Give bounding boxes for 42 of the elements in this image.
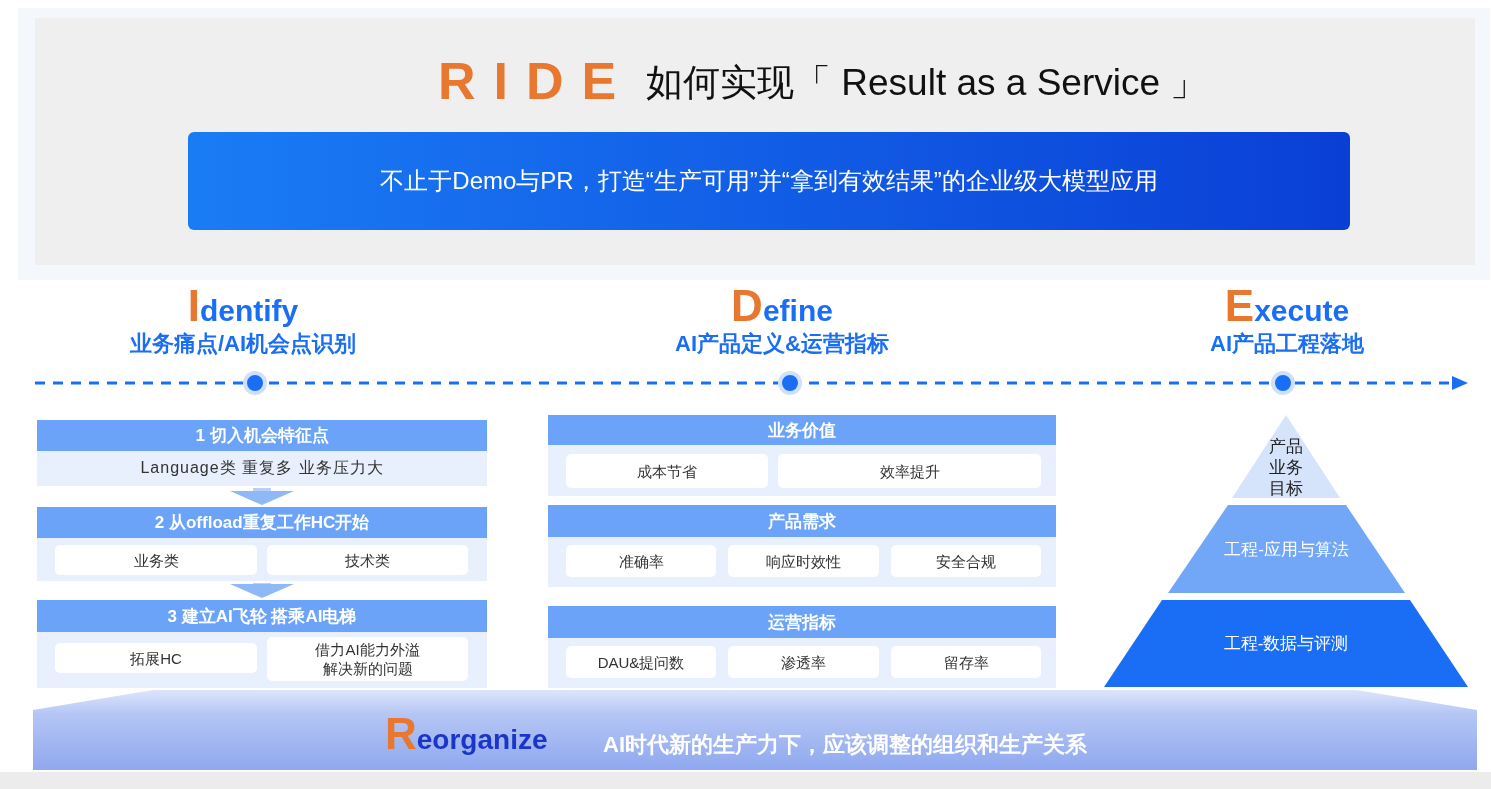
foundation-band <box>33 688 1477 770</box>
heading-accent: RIDE <box>438 51 635 112</box>
step-card <box>37 420 487 486</box>
step-header: 产品需求 <box>548 505 1056 537</box>
pyramid-level: 工程-数据与评测 <box>1104 600 1468 687</box>
item-box: 业务类 <box>55 545 257 575</box>
step-card <box>37 507 487 581</box>
step-description: Language类 重复多 业务压力大 <box>139 458 385 478</box>
step-header: 3 建立AI飞轮 搭乘AI电梯 <box>37 600 487 632</box>
title: 如何实现「 Result as a Service 」 <box>646 61 1208 105</box>
item-box: 借力AI能力外溢解决新的问题 <box>267 637 468 681</box>
step-header: 运营指标 <box>548 606 1056 638</box>
step-header: 2 从offload重复工作HC开始 <box>37 507 487 538</box>
stage-title: Identify <box>187 288 299 329</box>
item-box: 安全合规 <box>891 545 1041 577</box>
chevron-arrow <box>230 488 294 505</box>
item-box: 留存率 <box>891 646 1041 678</box>
step-header: 业务价值 <box>548 415 1056 445</box>
item-box: 技术类 <box>267 545 468 575</box>
pyramid-level: 产品业务目标 <box>1232 415 1340 498</box>
step-card <box>548 415 1056 496</box>
item-box: 效率提升 <box>778 454 1041 488</box>
item-box: 响应时效性 <box>728 545 879 577</box>
stage-subtitle: AI产品定义&运营指标 <box>674 330 890 358</box>
step-card <box>548 606 1056 688</box>
item-box: 准确率 <box>566 545 716 577</box>
stage-title: Define <box>731 288 833 329</box>
item-box: 成本节省 <box>566 454 768 488</box>
item-box: 渗透率 <box>728 646 879 678</box>
chevron-arrow <box>230 583 294 598</box>
item-box: DAU&提问数 <box>566 646 716 678</box>
pyramid-level: 工程-应用与算法 <box>1168 505 1405 593</box>
stage-subtitle: AI产品工程落地 <box>1209 330 1365 358</box>
item-box: 拓展HC <box>55 643 257 673</box>
step-card <box>37 600 487 688</box>
step-card <box>548 505 1056 587</box>
band-text: AI时代新的生产力下，应该调整的组织和生产关系 <box>603 731 1087 759</box>
step-header: 1 切入机会特征点 <box>37 420 487 451</box>
stage-title: Reorganize <box>385 716 548 758</box>
stage-title: Execute <box>1224 288 1350 329</box>
banner: 不止于Demo与PR，打造“生产可用”并“拿到有效结果”的企业级大模型应用 <box>188 132 1350 230</box>
stage-subtitle: 业务痛点/AI机会点识别 <box>128 330 358 358</box>
